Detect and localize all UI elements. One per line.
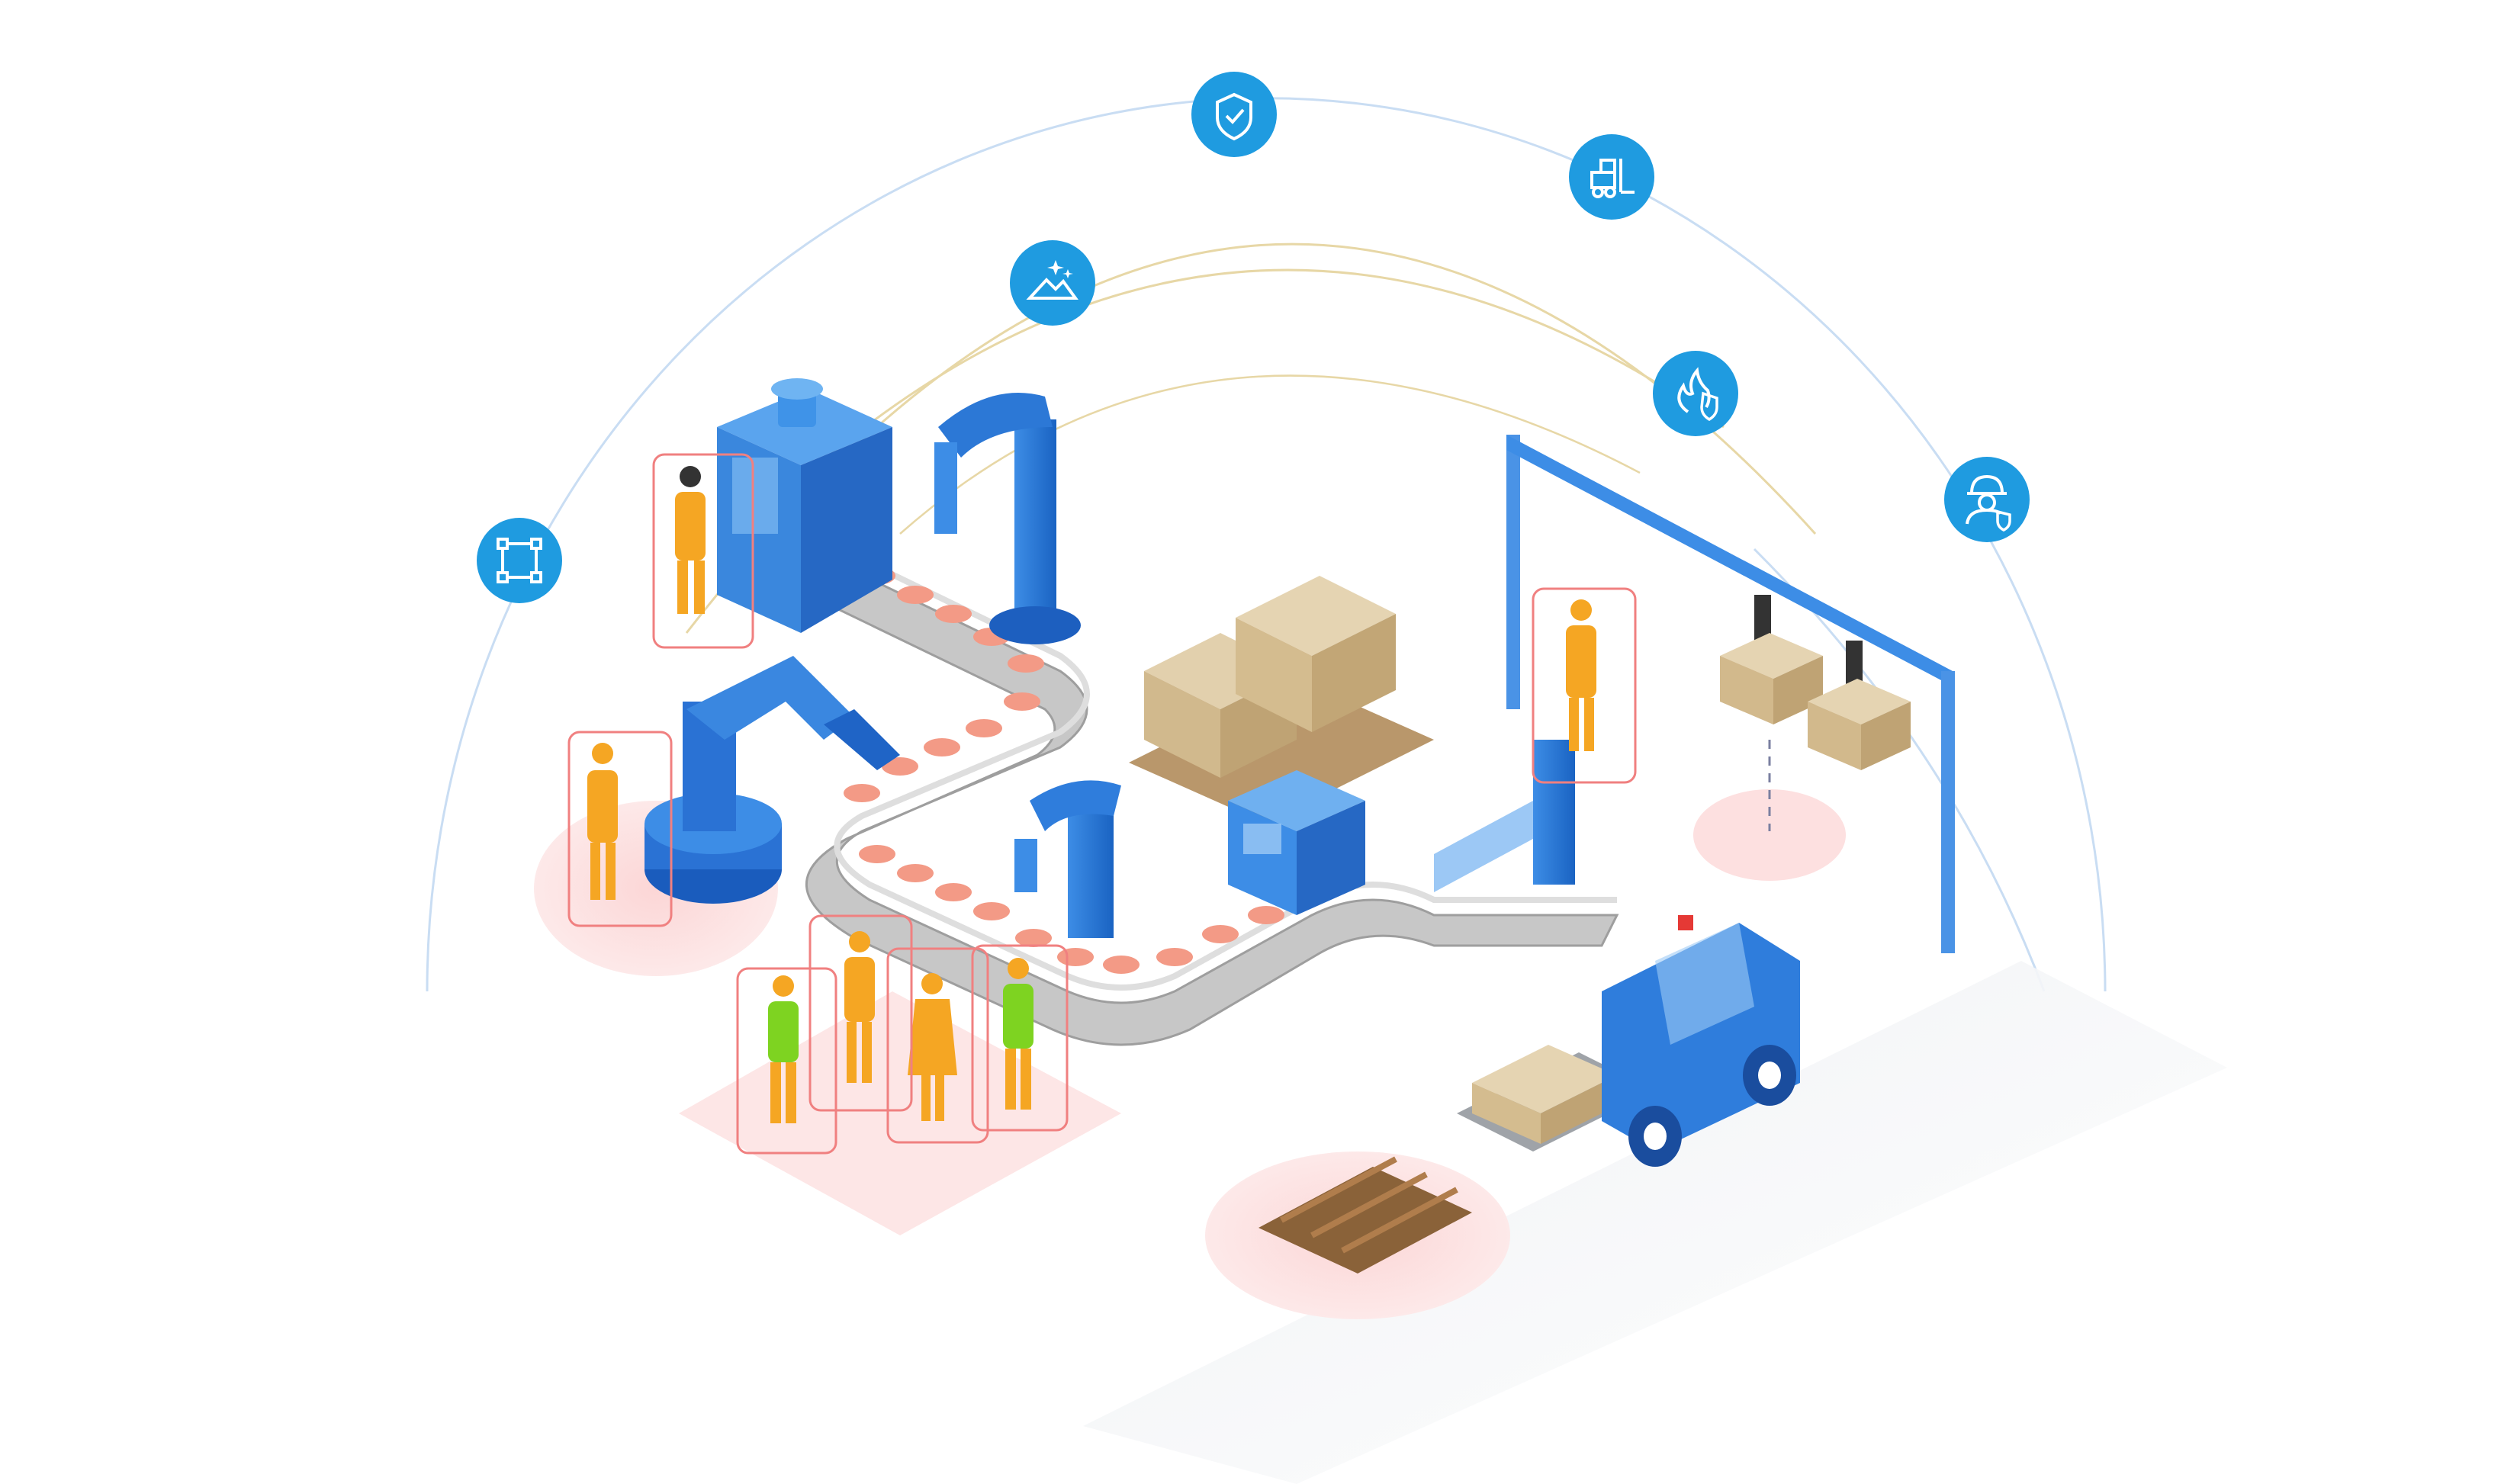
hoist-box-2 (1808, 679, 1911, 770)
worker-hoist-area (1566, 599, 1596, 751)
sparkle-mountain-icon[interactable] (1010, 240, 1095, 326)
shield-check-icon[interactable] (1191, 72, 1277, 157)
worker-group-4 (1003, 958, 1033, 1110)
detection-box-hoist-worker (1532, 587, 1637, 784)
sensor-gate (1434, 740, 1575, 892)
industrial-robot-arm (645, 656, 900, 904)
worker-group-3 (908, 973, 957, 1121)
processing-machine (717, 378, 892, 633)
detection-box-worker-2 (808, 914, 913, 1112)
detection-box-robot-operator (567, 731, 673, 927)
detection-box-operator (652, 453, 754, 649)
workers (587, 466, 1596, 1123)
bounding-box-icon[interactable] (477, 518, 562, 603)
forklift-icon[interactable] (1569, 134, 1654, 220)
worker-group-2 (844, 931, 875, 1083)
detection-box-worker-1 (736, 967, 837, 1155)
small-robot-arm (1014, 780, 1121, 938)
hoist-zone (1693, 789, 1846, 881)
floor-shadow (1083, 961, 2227, 1484)
worker-robot-operator (587, 743, 618, 900)
gantry-robot-arm (934, 393, 1081, 644)
capability-icons (477, 72, 2030, 603)
wooden-pallet (1258, 1156, 1472, 1274)
box-stack (1129, 576, 1434, 824)
worker-helmet-shield-icon[interactable] (1944, 457, 2030, 542)
overhead-hoist (1506, 435, 1955, 953)
worker-group-1 (768, 975, 799, 1123)
detection-box-worker-4 (971, 944, 1069, 1132)
detection-boxes (567, 453, 1637, 1155)
forklift (1457, 915, 1800, 1167)
inspection-machine (1228, 770, 1365, 915)
hoist-box-1 (1720, 633, 1823, 724)
fire-shield-icon[interactable] (1653, 351, 1738, 436)
detection-box-worker-3 (886, 947, 989, 1144)
worker-machine-operator (675, 466, 706, 614)
